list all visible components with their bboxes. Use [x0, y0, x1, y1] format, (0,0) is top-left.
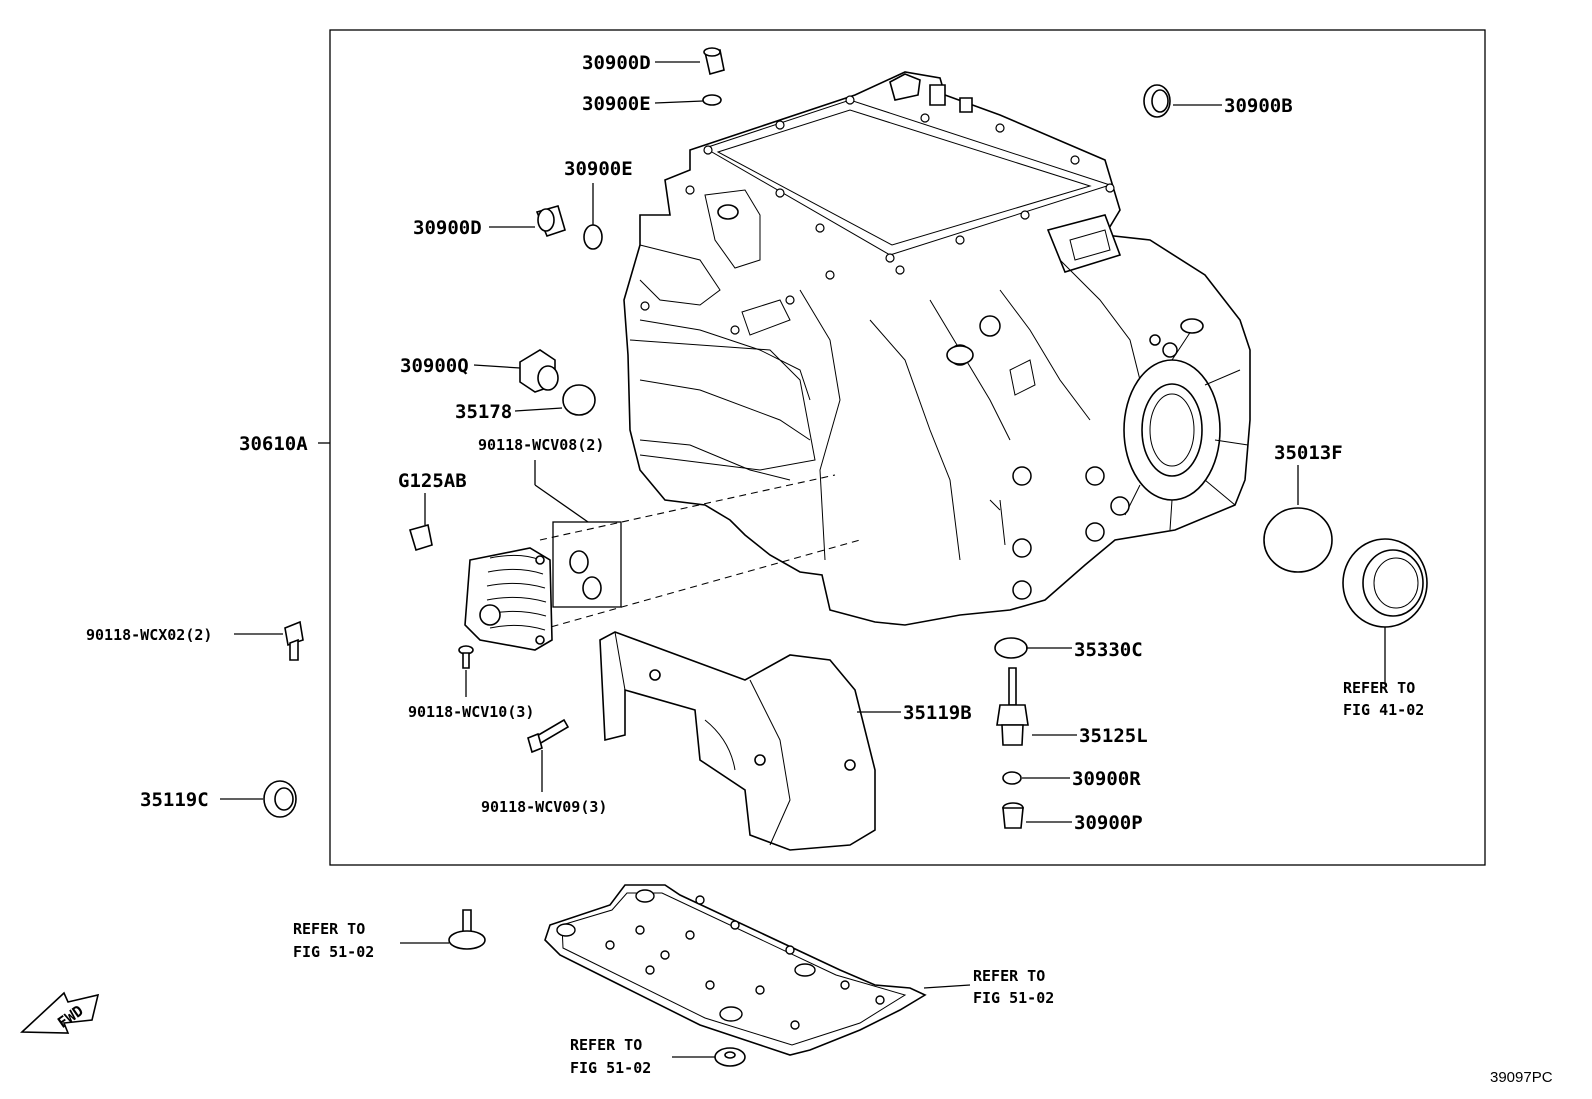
refer-fig51-plate-line1[interactable]: REFER TO	[973, 967, 1045, 985]
fwd-arrow-icon: FWD	[20, 991, 100, 1034]
label-30900P[interactable]: 30900P	[1074, 812, 1143, 834]
label-35125L[interactable]: 35125L	[1079, 725, 1148, 747]
bolt-90118-WCV09-icon	[527, 718, 570, 754]
label-30900B[interactable]: 30900B	[1224, 95, 1293, 117]
refer-fig51-plate-line2[interactable]: FIG 51-02	[973, 989, 1054, 1007]
refer-fig51-washer-line2[interactable]: FIG 51-02	[570, 1059, 651, 1077]
plug-30900D-mid-icon	[535, 205, 566, 237]
refer-fig51-washer-line1[interactable]: REFER TO	[570, 1036, 642, 1054]
pipe-35125L-icon	[996, 667, 1029, 746]
refer-fig51-bolt-line2[interactable]: FIG 51-02	[293, 943, 374, 961]
label-90118-WCX02[interactable]: 90118-WCX02(2)	[86, 626, 212, 644]
plug-30900D-top-icon	[703, 47, 725, 76]
oil-cooler-illustration	[408, 523, 553, 651]
oil-seal-fig41-icon	[1342, 538, 1428, 628]
label-90118-WCV09[interactable]: 90118-WCV09(3)	[481, 798, 607, 816]
label-30900D-mid[interactable]: 30900D	[413, 217, 482, 239]
gasket-30900E-mid-icon	[583, 224, 603, 250]
gasket-35178-icon	[562, 384, 596, 416]
label-35119C[interactable]: 35119C	[140, 789, 209, 811]
pin-90118-WCV10-icon	[458, 645, 474, 669]
label-30900E-top[interactable]: 30900E	[582, 93, 651, 115]
oring-35013F-icon	[1263, 507, 1333, 573]
leader-lines	[220, 61, 1386, 1058]
stud-bolt-fig51-icon	[448, 909, 486, 950]
label-30900R[interactable]: 30900R	[1072, 768, 1141, 790]
oring-upper	[569, 550, 589, 574]
cooler-alignment-line-upper	[539, 474, 836, 541]
label-30900Q[interactable]: 30900Q	[400, 355, 469, 377]
cooler-alignment-line-lower	[539, 539, 861, 631]
label-30610A[interactable]: 30610A	[239, 433, 308, 455]
label-30900D-top[interactable]: 30900D	[582, 52, 651, 74]
under-cover-illustration	[544, 884, 927, 1056]
refer-fig41-line1[interactable]: REFER TO	[1343, 679, 1415, 697]
seal-30900B-icon	[1143, 84, 1171, 118]
seal-35119C-icon	[263, 780, 297, 818]
label-90118-WCV08[interactable]: 90118-WCV08(2)	[478, 436, 604, 454]
gasket-30900R-icon	[1002, 771, 1022, 785]
plug-30900P-icon	[1002, 802, 1024, 829]
label-90118-WCV10[interactable]: 90118-WCV10(3)	[408, 703, 534, 721]
label-35330C[interactable]: 35330C	[1074, 639, 1143, 661]
label-G125AB[interactable]: G125AB	[398, 470, 467, 492]
washer-fig51-icon	[714, 1047, 746, 1067]
label-35119B[interactable]: 35119B	[903, 702, 972, 724]
assembly-frame	[329, 29, 1486, 866]
refer-fig41-line2[interactable]: FIG 41-02	[1343, 701, 1424, 719]
drawing-id: 39097PC	[1490, 1069, 1553, 1086]
label-30900E-mid[interactable]: 30900E	[564, 158, 633, 180]
label-35178[interactable]: 35178	[455, 401, 512, 423]
plug-30900Q-icon	[519, 349, 559, 393]
transaxle-housing-illustration	[623, 71, 1251, 626]
label-35013F[interactable]: 35013F	[1274, 442, 1343, 464]
gasket-30900E-top-icon	[702, 94, 722, 106]
refer-fig51-bolt-line1[interactable]: REFER TO	[293, 920, 365, 938]
heat-insulator-illustration	[599, 631, 876, 851]
bolt-90118-WCX02-icon	[284, 620, 304, 661]
gasket-35330C-icon	[994, 637, 1028, 659]
oring-lower	[582, 576, 602, 600]
